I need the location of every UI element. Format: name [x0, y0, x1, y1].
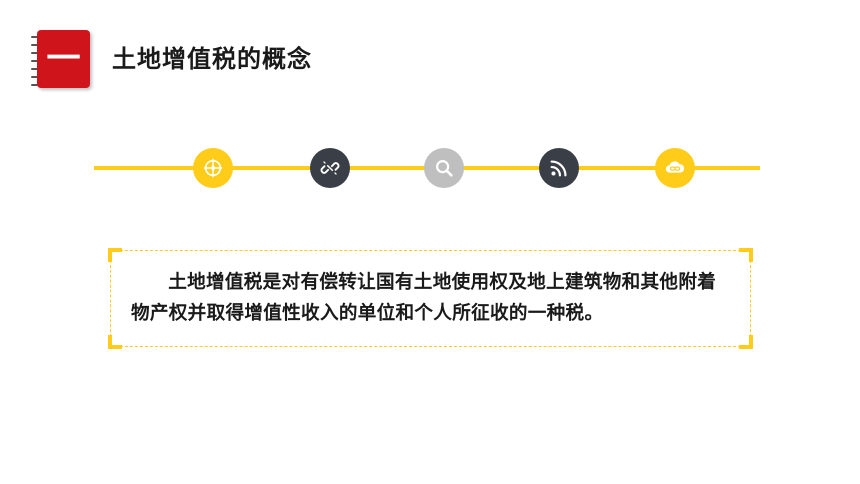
corner-accent: [739, 248, 753, 262]
cloud-link-icon: [665, 161, 685, 173]
definition-text: 土地增值税是对有偿转让国有土地使用权及地上建筑物和其他附着物产权并取得增值性收入…: [131, 272, 717, 324]
timeline-node-compass: [193, 148, 233, 188]
corner-accent: [108, 248, 122, 262]
timeline-node-search: [424, 148, 464, 188]
rss-icon: [550, 160, 567, 177]
corner-accent: [739, 335, 753, 349]
timeline-node-broken-link: [310, 148, 350, 188]
section-number: 一: [46, 39, 81, 79]
timeline-node-rss: [539, 148, 579, 188]
search-icon: [436, 160, 453, 177]
compass-icon: [203, 158, 223, 178]
page-title: 土地增值税的概念: [112, 45, 312, 73]
broken-link-icon: [320, 161, 340, 175]
definition-box: 土地增值税是对有偿转让国有土地使用权及地上建筑物和其他附着物产权并取得增值性收入…: [108, 248, 753, 349]
corner-accent: [108, 335, 122, 349]
timeline-node-cloud-link: [655, 148, 695, 188]
section-number-badge: 一: [37, 30, 90, 88]
